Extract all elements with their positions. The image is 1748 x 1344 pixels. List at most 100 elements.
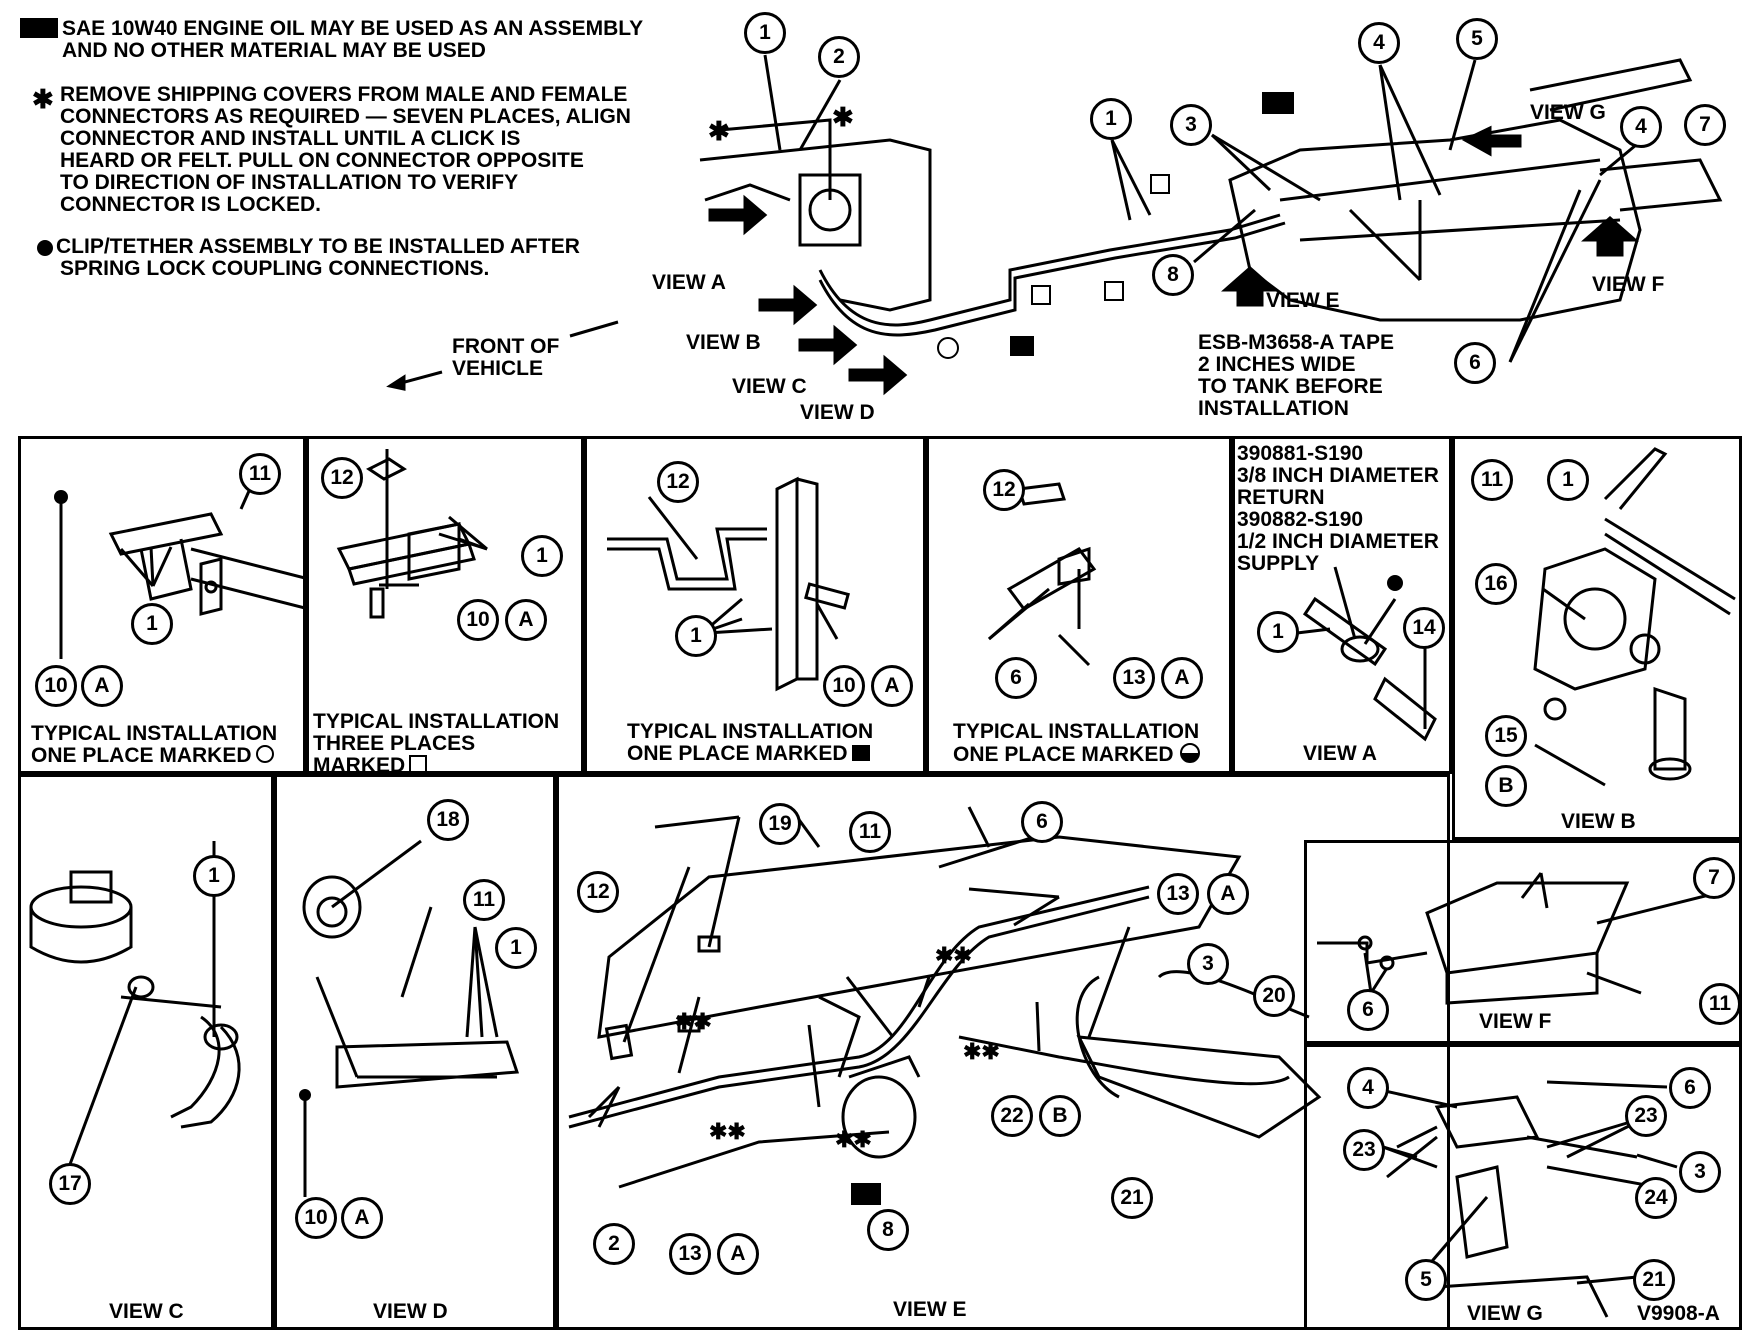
callout-7: 7 (1684, 104, 1726, 146)
callout-6: 6 (1669, 1067, 1711, 1109)
oil-note-line1: SAE 10W40 ENGINE OIL MAY BE USED AS AN A… (62, 17, 644, 40)
panel-caption: TYPICAL INSTALLATION ONE PLACE MARKED (627, 720, 874, 765)
callout-11: 11 (849, 811, 891, 853)
callout-3: 3 (1170, 104, 1212, 146)
star-symbol: ✱ (32, 84, 54, 114)
callout-12: 12 (577, 871, 619, 913)
view-g-label: VIEW G (1530, 101, 1606, 124)
solid-square-marker (851, 745, 870, 761)
callout-10: 10 (295, 1197, 337, 1239)
callout-a: A (717, 1233, 759, 1275)
callout-a: A (871, 665, 913, 707)
callout-3: 3 (1187, 943, 1229, 985)
panel-typical-circle: 11 1 10 A TYPICAL INSTALLATION ONE PLACE… (18, 436, 309, 774)
callout-21: 21 (1633, 1259, 1675, 1301)
callout-16: 16 (1475, 563, 1517, 605)
engine-oil-symbol (20, 18, 58, 38)
callout-1: 1 (675, 615, 717, 657)
svg-text:✱✱: ✱✱ (675, 1009, 712, 1034)
clip-note-line2: SPRING LOCK COUPLING CONNECTIONS. (60, 257, 490, 280)
panel-view-a: 390881-S190 3/8 INCH DIAMETER RETURN 390… (1232, 436, 1452, 774)
view-f-label: VIEW F (1592, 273, 1665, 296)
panel-typical-square: 12 1 10 A TYPICAL INSTALLATION THREE PLA… (306, 436, 584, 777)
callout-10: 10 (823, 665, 865, 707)
view-b-label: VIEW B (686, 331, 761, 354)
oil-note-line2: AND NO OTHER MATERIAL MAY BE USED (62, 39, 486, 62)
callout-1: 1 (1090, 98, 1132, 140)
callout-b: B (1039, 1095, 1081, 1137)
callout-3: 3 (1679, 1151, 1721, 1193)
callout-19: 19 (759, 803, 801, 845)
callout-a: A (505, 599, 547, 641)
callout-a: A (81, 665, 123, 707)
callout-24: 24 (1635, 1177, 1677, 1219)
open-circle-marker (255, 745, 274, 763)
callout-a: A (341, 1197, 383, 1239)
clip-note-line1: CLIP/TETHER ASSEMBLY TO BE INSTALLED AFT… (56, 235, 580, 258)
view-c-caption: VIEW C (109, 1300, 184, 1323)
callout-12: 12 (657, 461, 699, 503)
view-a-label: VIEW A (652, 271, 726, 294)
callout-13: 13 (669, 1233, 711, 1275)
callout-13: 13 (1157, 873, 1199, 915)
svg-text:✱: ✱ (832, 102, 854, 132)
callout-11: 11 (1699, 983, 1741, 1025)
callout-1: 1 (193, 855, 235, 897)
callout-6: 6 (1347, 989, 1389, 1031)
callout-11: 11 (239, 453, 281, 495)
callout-21: 21 (1111, 1177, 1153, 1219)
panel-view-c: 1 17 VIEW C (18, 774, 274, 1330)
view-a-parts-note: 390881-S190 3/8 INCH DIAMETER RETURN 390… (1237, 442, 1439, 575)
callout-7: 7 (1693, 857, 1735, 899)
callout-14: 14 (1403, 607, 1445, 649)
svg-text:✱✱: ✱✱ (709, 1119, 746, 1144)
callout-15: 15 (1485, 715, 1527, 757)
panel-view-e: ✱✱ ✱✱ ✱✱ ✱✱ ✱✱ 19 11 6 12 13 A 3 20 2 13… (556, 774, 1450, 1330)
callout-13: 13 (1113, 657, 1155, 699)
callout-5: 5 (1405, 1259, 1447, 1301)
tape-note: ESB-M3658-A TAPE 2 INCHES WIDE TO TANK B… (1198, 331, 1395, 420)
callout-6: 6 (1021, 801, 1063, 843)
half-circle-marker (1179, 743, 1200, 763)
view-e-label: VIEW E (1266, 289, 1340, 312)
callout-12: 12 (321, 457, 363, 499)
callout-12: 12 (983, 469, 1025, 511)
callout-6: 6 (995, 657, 1037, 699)
view-e-art: ✱✱ ✱✱ ✱✱ ✱✱ ✱✱ (568, 806, 1322, 1205)
view-c-art (29, 841, 241, 1168)
callout-2: 2 (593, 1223, 635, 1265)
callout-a: A (1161, 657, 1203, 699)
callout-8: 8 (867, 1209, 909, 1251)
clip-symbol (37, 240, 53, 256)
callout-1: 1 (521, 535, 563, 577)
callout-18: 18 (427, 799, 469, 841)
callout-6: 6 (1454, 342, 1496, 384)
svg-text:✱✱: ✱✱ (935, 943, 972, 968)
panel-view-d: 18 11 1 10 A VIEW D (274, 774, 556, 1330)
panel-typical-half: 12 6 13 A TYPICAL INSTALLATION ONE PLACE… (926, 436, 1232, 774)
callout-23: 23 (1625, 1095, 1667, 1137)
callout-a: A (1207, 873, 1249, 915)
panel-caption: TYPICAL INSTALLATION THREE PLACES MARKED (313, 710, 560, 777)
callout-2: 2 (818, 36, 860, 78)
callout-4: 4 (1620, 106, 1662, 148)
view-f-art (1317, 872, 1718, 1005)
open-square-marker (409, 755, 428, 773)
callout-10: 10 (35, 665, 77, 707)
callout-1: 1 (1257, 611, 1299, 653)
panel-typical-solid: 12 1 10 A TYPICAL INSTALLATION ONE PLACE… (584, 436, 926, 774)
view-g-caption: VIEW G (1467, 1302, 1543, 1325)
view-d-art (299, 839, 520, 1197)
callout-23: 23 (1343, 1129, 1385, 1171)
typical-square-art (336, 449, 488, 619)
callout-17: 17 (49, 1163, 91, 1205)
svg-text:✱: ✱ (708, 116, 730, 146)
svg-text:✱✱: ✱✱ (963, 1039, 1000, 1064)
view-b-art (1533, 447, 1736, 787)
callout-22: 22 (991, 1095, 1033, 1137)
callout-1: 1 (744, 12, 786, 54)
figure-reference: V9908-A (1637, 1302, 1720, 1325)
callout-4: 4 (1358, 22, 1400, 64)
view-e-caption: VIEW E (893, 1298, 967, 1321)
callout-b: B (1485, 765, 1527, 807)
